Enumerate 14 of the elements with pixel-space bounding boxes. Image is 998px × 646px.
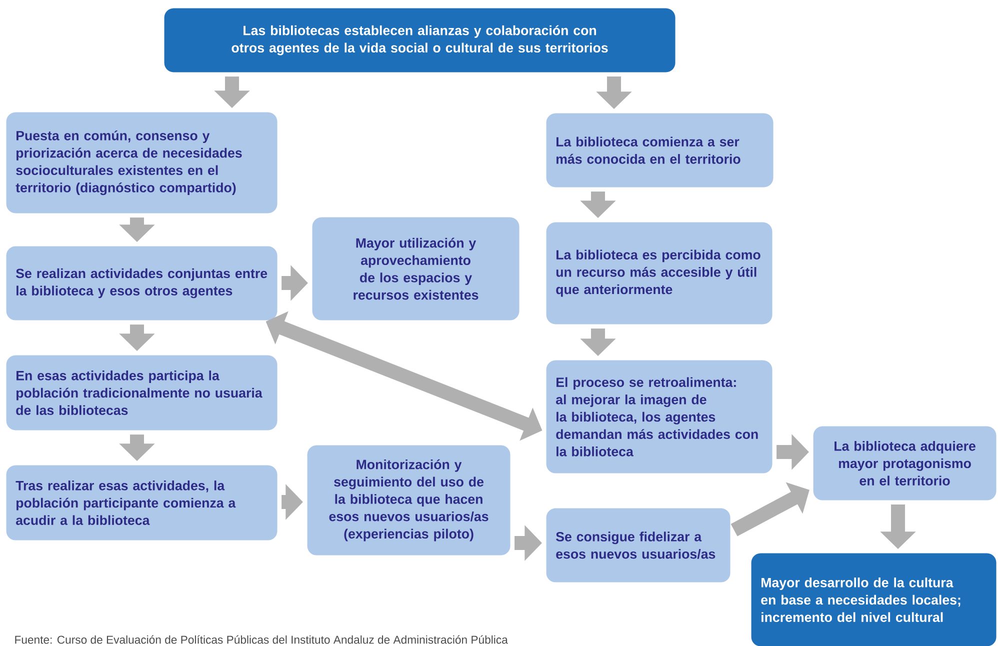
highlight-box: Las bibliotecas establecen alianzas y colaboración con otros agentes de la vida social o cultural de sus territorios [164,8,676,72]
process-box: Se consigue fidelizar a esos nuevos usuarios/as [546,508,730,582]
process-box: Mayor utilización y aprovechamiento de los espacios y recursos existentes [312,217,520,320]
process-box: La biblioteca adquiere mayor protagonismo en el territorio [813,426,996,500]
process-box: La biblioteca es percibida como un recurso más accesible y útil que anteriormente [546,222,772,324]
process-box: Puesta en común, consenso y priorización acerca de necesidades socioculturales existentes en el territorio (diagnóstico compartido) [6,112,278,214]
process-box: La biblioteca comienza a ser más conocida en el territorio [546,113,774,188]
process-box: Monitorización y seguimiento del uso de la biblioteca que hacen esos nuevos usuarios/as (experiencias piloto) [307,445,510,556]
process-box: Tras realizar esas actividades, la población participante comienza a acudir a la biblioteca [6,465,278,540]
process-box: El proceso se retroalimenta: al mejorar la imagen de la biblioteca, los agentes demandan más actividades con la biblioteca [546,360,772,474]
highlight-box: Mayor desarrollo de la cultura en base a necesidades locales; incremento del nivel cultural [751,553,996,646]
process-box: En esas actividades participa la población tradicionalmente no usuaria de las bibliotecas [6,355,278,430]
process-box: Se realizan actividades conjuntas entre la biblioteca y esos otros agentes [6,246,278,320]
source-note: Fuente: Curso de Evaluación de Políticas Públicas del Instituto Andaluz de Administración Pública [15,635,508,644]
